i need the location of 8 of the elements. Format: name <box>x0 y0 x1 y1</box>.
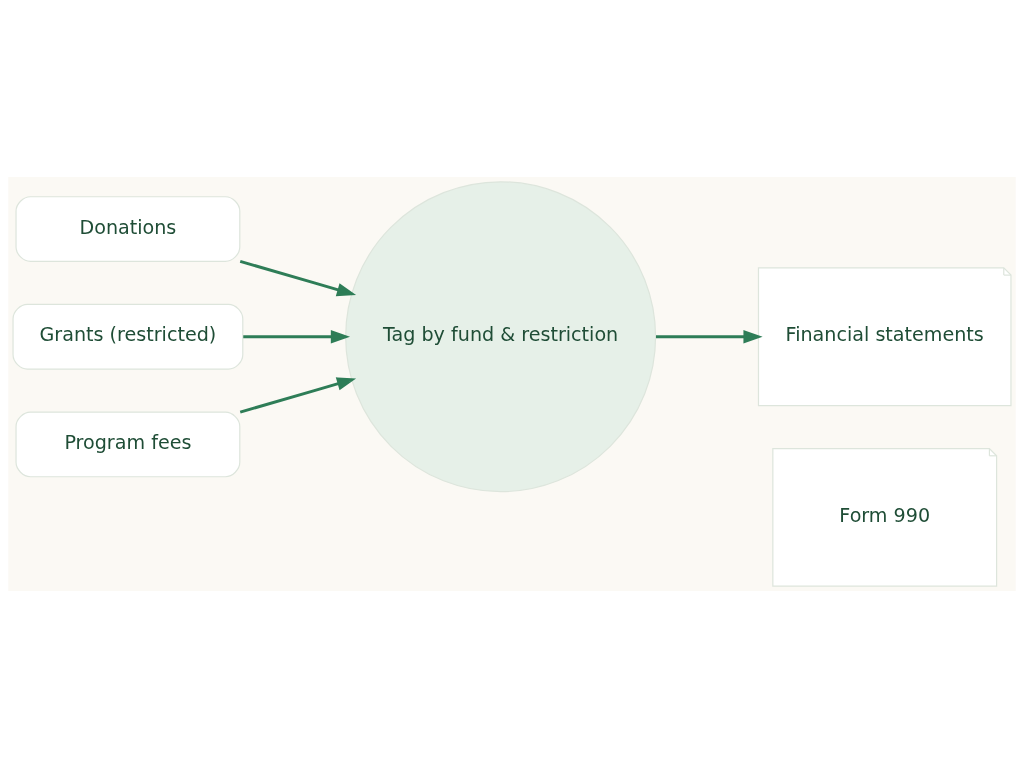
arrow <box>239 259 357 297</box>
arrow <box>243 330 350 344</box>
node-circle: Tag by fund & restriction <box>345 181 657 493</box>
arrow <box>239 377 357 414</box>
node-box: Donations <box>15 196 241 262</box>
node-box: Grants (restricted) <box>12 303 244 370</box>
arrow <box>656 330 763 344</box>
node-box: Program fees <box>15 411 241 478</box>
